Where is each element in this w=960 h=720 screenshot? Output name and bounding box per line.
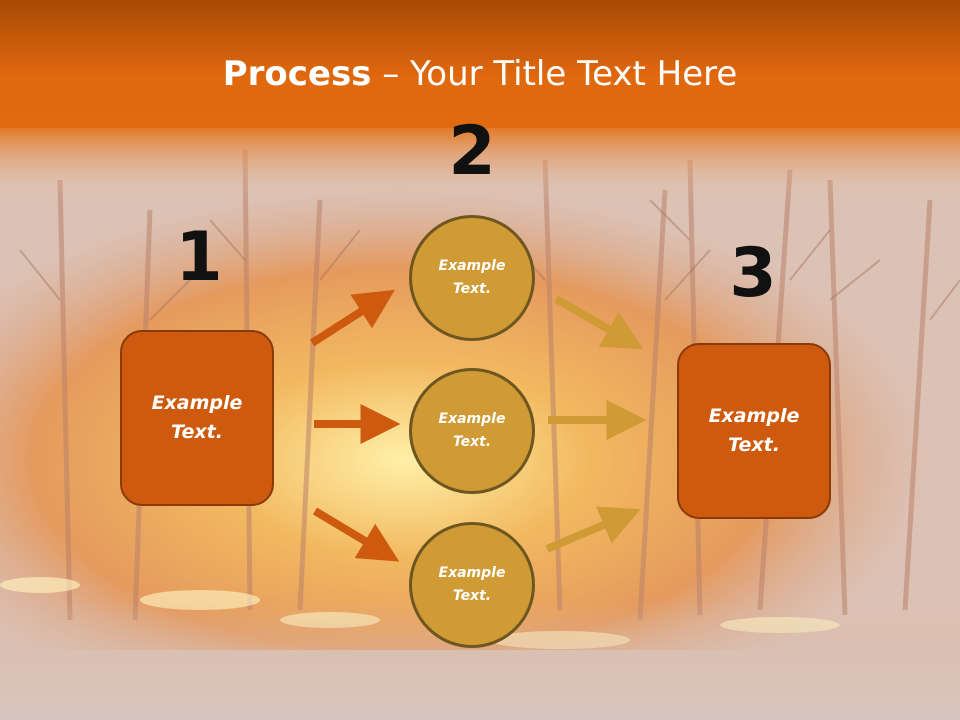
arrow-left-to-bottom: [312, 507, 400, 562]
step-number-1: 1: [175, 218, 223, 297]
circle-middle-text: Example Text.: [438, 411, 506, 450]
arrow-top-to-right: [554, 295, 644, 350]
right-box-text: Example Text.: [708, 405, 800, 456]
circle-top: Example Text.: [409, 215, 535, 341]
arrow-left-to-top: [309, 289, 395, 347]
circle-middle: Example Text.: [409, 368, 535, 494]
slide-title: Process – Your Title Text Here: [0, 52, 960, 96]
step-number-2: 2: [448, 112, 496, 191]
arrow-bottom-to-right: [545, 506, 641, 553]
title-bold: Process: [222, 54, 372, 94]
circle-bottom: Example Text.: [409, 522, 535, 648]
right-box: Example Text.: [677, 343, 831, 519]
step-number-3: 3: [729, 234, 777, 313]
circle-bottom-text: Example Text.: [438, 565, 506, 604]
left-box-text: Example Text.: [151, 392, 243, 443]
left-box: Example Text.: [120, 330, 274, 506]
title-rest: – Your Title Text Here: [371, 54, 738, 94]
circle-top-text: Example Text.: [438, 258, 506, 297]
